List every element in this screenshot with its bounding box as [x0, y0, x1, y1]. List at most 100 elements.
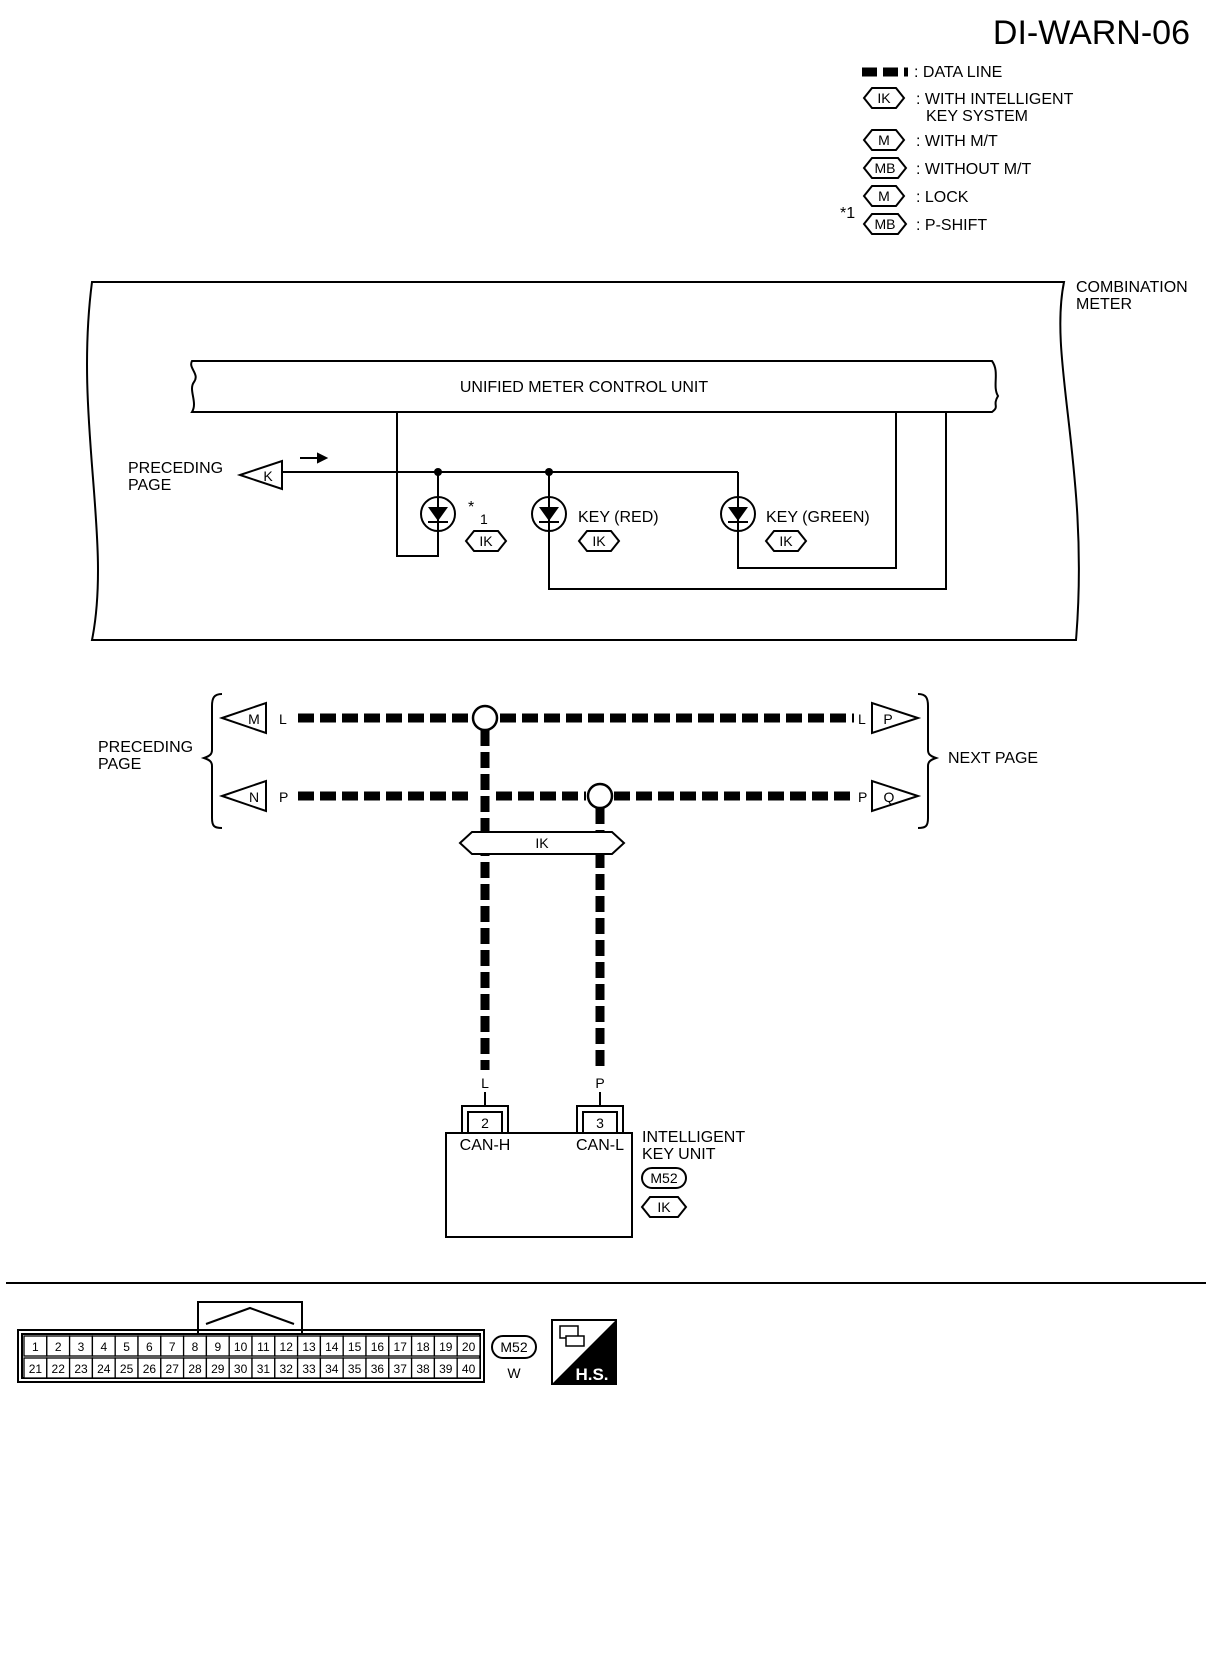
- led-1-star: *: [468, 499, 474, 516]
- connector-pin: 28: [188, 1362, 202, 1376]
- connector-pin: 35: [348, 1362, 362, 1376]
- connector-pin: 2: [55, 1340, 62, 1354]
- svg-text:IK: IK: [592, 533, 606, 549]
- connector-pin: 37: [394, 1362, 408, 1376]
- connector-pin: 7: [169, 1340, 176, 1354]
- combination-meter: COMBINATION METER UNIFIED METER CONTROL …: [86, 279, 1188, 641]
- connector-pin: 11: [257, 1340, 270, 1354]
- legend-note-star: *1: [840, 205, 855, 222]
- connector-pin: 13: [302, 1340, 316, 1354]
- connector-p: P: [871, 701, 922, 735]
- key-red-led: [531, 496, 567, 532]
- can-h-label: CAN-H: [460, 1137, 511, 1154]
- key-unit-name-2: KEY UNIT: [642, 1146, 716, 1163]
- connector-color: W: [507, 1365, 521, 1381]
- connector-pin: 19: [439, 1340, 453, 1354]
- connector-code: M52: [500, 1339, 527, 1355]
- connector-pin: 36: [371, 1362, 385, 1376]
- key-unit-box: [445, 1132, 633, 1238]
- wire-color-l-left: L: [279, 711, 287, 727]
- key-green-led: [720, 496, 756, 532]
- connector-latch: [197, 1301, 303, 1335]
- key-red-label: KEY (RED): [578, 509, 659, 526]
- combination-meter-label-1: COMBINATION: [1076, 279, 1188, 296]
- key-unit-name-1: INTELLIGENT: [642, 1129, 745, 1146]
- key-unit-wire-l: L: [481, 1075, 489, 1091]
- meter-preceding-page-label-1: PRECEDING: [128, 460, 223, 477]
- legend-ik-badge: IK: [862, 87, 906, 109]
- connector-pin: 15: [348, 1340, 362, 1354]
- legend-mt-badge: M: [862, 129, 906, 151]
- svg-text:P: P: [883, 711, 892, 727]
- svg-text:IK: IK: [657, 1199, 671, 1215]
- legend-lock-label: : LOCK: [916, 189, 969, 206]
- connector-pin: 32: [280, 1362, 294, 1376]
- connector-pin: 3: [78, 1340, 85, 1354]
- svg-text:3: 3: [596, 1115, 604, 1131]
- legend: : DATA LINE IK : WITH INTELLIGENT KEY SY…: [840, 64, 1074, 235]
- legend-mt-label: : WITH M/T: [916, 133, 998, 150]
- legend-p-shift-label: : P-SHIFT: [916, 217, 987, 234]
- legend-ik-label-2: KEY SYSTEM: [926, 108, 1028, 125]
- connector-pin: 9: [214, 1340, 221, 1354]
- connector-pin: 39: [439, 1362, 453, 1376]
- hs-label: H.S.: [575, 1365, 608, 1384]
- splice-can-h: [471, 704, 499, 732]
- signal-direction-arrow: [300, 452, 329, 464]
- connector-n: N: [218, 779, 267, 813]
- connector-pin: 4: [100, 1340, 107, 1354]
- svg-text:IK: IK: [877, 90, 891, 106]
- combination-meter-outline: [86, 281, 1080, 641]
- key-red-ik-badge: IK: [577, 530, 621, 552]
- connector-pin: 21: [29, 1362, 43, 1376]
- key-green-label: KEY (GREEN): [766, 509, 870, 526]
- connector-pin: 30: [234, 1362, 248, 1376]
- legend-p-shift-badge: MB: [862, 213, 908, 235]
- connector-pin: 6: [146, 1340, 153, 1354]
- page-code: DI-WARN-06: [993, 14, 1190, 52]
- legend-no-mt-badge: MB: [862, 157, 908, 179]
- next-page-label: NEXT PAGE: [948, 750, 1038, 767]
- key-unit-wire-p: P: [595, 1075, 604, 1091]
- led-1-ik-badge: IK: [464, 530, 508, 552]
- connector-pin: 17: [394, 1340, 408, 1354]
- svg-text:M: M: [248, 711, 260, 727]
- indicator-led-1: [420, 496, 456, 532]
- connector-code-badge: M52: [491, 1335, 537, 1359]
- ik-banner: IK: [458, 831, 626, 855]
- connector-pin: 14: [325, 1340, 339, 1354]
- connector-pin: 34: [325, 1362, 339, 1376]
- terminal-pin-3: 3: [576, 1092, 624, 1134]
- control-unit-label: UNIFIED METER CONTROL UNIT: [460, 379, 709, 396]
- wire-color-p-right: P: [858, 789, 867, 805]
- connector-pin: 29: [211, 1362, 225, 1376]
- connector-k: K: [236, 459, 283, 491]
- connector-pin: 25: [120, 1362, 134, 1376]
- led-1-sub: 1: [480, 511, 488, 527]
- wire-color-p-left: P: [279, 789, 288, 805]
- can-l-label: CAN-L: [576, 1137, 624, 1154]
- connector-pin: 18: [416, 1340, 430, 1354]
- key-green-ik-badge: IK: [764, 530, 808, 552]
- connector-pin: 33: [302, 1362, 316, 1376]
- connector-housing: [17, 1329, 485, 1383]
- key-unit-ik-badge: IK: [640, 1196, 688, 1218]
- can-bus: PRECEDING PAGE M L N P IK L: [98, 693, 1038, 1070]
- legend-no-mt-label: : WITHOUT M/T: [916, 161, 1031, 178]
- connector-pin: 23: [74, 1362, 88, 1376]
- connector-pin: 8: [192, 1340, 199, 1354]
- connector-pin: 24: [97, 1362, 111, 1376]
- svg-text:Q: Q: [884, 789, 895, 805]
- hs-badge: H.S.: [551, 1319, 617, 1385]
- can-preceding-page-label-2: PAGE: [98, 756, 141, 773]
- svg-text:K: K: [263, 468, 273, 484]
- connector-pin: 40: [462, 1362, 476, 1376]
- connector-pin: 27: [166, 1362, 180, 1376]
- unified-meter-control-unit: [190, 360, 1000, 413]
- connector-pin: 5: [123, 1340, 130, 1354]
- connector-pin: 1: [32, 1340, 39, 1354]
- connector-pin: 16: [371, 1340, 385, 1354]
- connector-m: M: [218, 701, 267, 735]
